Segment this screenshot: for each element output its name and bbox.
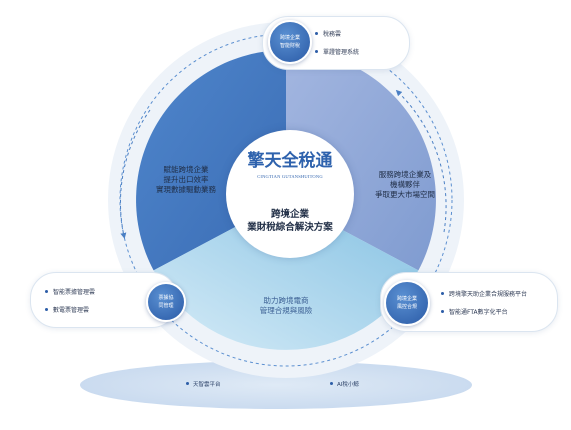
sector-bottom: [153, 200, 419, 350]
callout-left: 智能票據管理雲 數電票管理雲: [30, 272, 178, 328]
arrow-right-icon: [395, 89, 447, 233]
sector-right-text: 服務跨境企業及 機構夥伴 爭取更大市場空間: [375, 170, 435, 199]
base-platform: [80, 361, 472, 409]
bullet-icon: [330, 382, 333, 385]
center-circle: 擎天全稅通 CINGTIAN GUTANSHUITONG 跨境企業 業財稅綜合解…: [226, 130, 354, 258]
bullet-icon: [186, 382, 189, 385]
bullet-icon: [45, 290, 48, 293]
sector-bottom-text: 助力跨境電商 管理合規與風險: [259, 296, 313, 315]
callout-right-item: 跨境擎天助企業合規服務平台: [441, 291, 527, 299]
callout-right-item: 智能通FTA數字化平台: [441, 309, 508, 317]
node-left: 票據協 同管理: [146, 282, 186, 322]
bullet-icon: [45, 308, 48, 311]
callout-left-item: 數電票管理雲: [45, 307, 89, 315]
bullet-icon: [315, 32, 318, 35]
sector-left-text: 賦能跨境企業 提升出口效率 實現數據驅動業務: [156, 165, 216, 194]
bullet-icon: [441, 310, 444, 313]
brand-name: 擎天全稅通: [247, 151, 333, 171]
arrow-left-icon: [120, 109, 151, 239]
center-tagline: 跨境企業 業財稅綜合解決方案: [247, 209, 333, 233]
node-top: 跨境企業 智能財稅: [268, 20, 312, 64]
callout-left-item: 智能票據管理雲: [45, 289, 95, 297]
callout-top-item: 單證管理系統: [315, 49, 359, 57]
bullet-icon: [315, 50, 318, 53]
base-item: AI稅小鯨: [330, 380, 359, 388]
base-item: 天智雲平台: [186, 380, 221, 388]
brand-name-en: CINGTIAN GUTANSHUITONG: [257, 174, 323, 179]
node-right: 跨境企業 風控合規: [384, 280, 430, 326]
callout-top-item: 稅務雲: [315, 31, 341, 39]
bullet-icon: [441, 292, 444, 295]
